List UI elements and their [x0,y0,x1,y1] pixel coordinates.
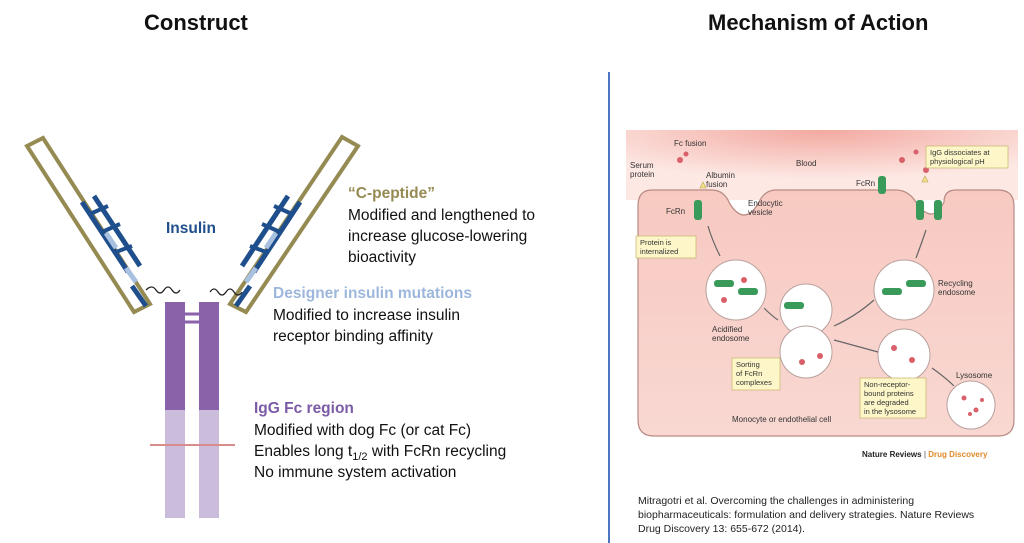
albumin-markers [699,175,929,189]
acidified-endosome [705,259,767,321]
right-arm [209,134,361,315]
journal-section: Drug Discovery [928,450,988,459]
fc-region-stems [150,302,235,518]
protein-internalized-label-1: Protein is [640,238,672,247]
journal-separator: | [921,450,929,459]
fcrn-left-label: FcRn [666,207,685,216]
fc-line-1: Modified with dog Fc (or cat Fc) [254,422,472,439]
left-c-peptide-linker [145,286,181,294]
igg-dissociates-label-1: IgG dissociates at [930,148,991,157]
c-peptide-line-2: increase glucose-lowering [348,228,528,245]
protein-internalized-label-2: internalized [640,247,678,256]
non-receptor-label-3: are degraded [864,398,909,407]
panel-divider [608,72,610,543]
albumin-fusion-label-1: Albumin [706,171,735,180]
left-insulin-chains [79,194,149,308]
fcrn-receptors [694,176,942,309]
blood-label: Blood [796,159,816,168]
degradation-vesicle [877,328,931,382]
journal-credit: Nature Reviews | Drug Discovery [862,450,987,459]
non-receptor-label-2: bound proteins [864,389,914,398]
journal-name: Nature Reviews [862,450,922,459]
right-insulin-chains [233,194,303,308]
c-peptide-header: “C-peptide” [348,185,435,202]
sorting-label-2: of FcRn [736,369,762,378]
albumin-fusion-label-2: fusion [706,180,727,189]
citation-line-1: Mitragotri et al. Overcoming the challen… [638,495,915,507]
acidified-endosome-label-2: endosome [712,334,750,343]
sorting-box [731,357,781,391]
recycling-endosome [873,259,935,321]
c-peptide-line-1: Modified and lengthened to [348,207,536,224]
left-arm [24,135,181,315]
fc-line-2-suffix: with FcRn recycling [367,443,507,460]
acidified-endosome-label-1: Acidified [712,325,742,334]
mutations-line-1: Modified to increase insulin [273,307,460,324]
endocytic-vesicle-label-2: vesicle [748,208,773,217]
right-c-peptide-linker [209,288,243,296]
c-peptide-line-3: bioactivity [348,249,417,266]
non-receptor-label-1: Non-receptor- [864,380,911,389]
igg-dissociates-label-2: physiological pH [930,157,985,166]
sorting-endosome-bottom [779,325,833,379]
lysosome [946,380,996,430]
citation-line-2: biopharmaceuticals: formulation and deli… [638,509,975,521]
recycling-endosome-label-1: Recycling [938,279,973,288]
protein-internalized-box [635,235,697,259]
recycling-endosome-label-2: endosome [938,288,976,297]
protein-dots [677,149,984,416]
sorting-label-1: Sorting [736,360,760,369]
fc-line-2-prefix: Enables long t [254,443,353,460]
sorting-label-3: complexes [736,378,772,387]
mechanism-figure: Blood Fc fusion Serum protein Albumin fu… [626,130,1018,437]
mutations-line-2: receptor binding affinity [273,328,433,345]
lysosome-label: Lysosome [956,371,993,380]
non-receptor-box [859,377,927,419]
cell-label: Monocyte or endothelial cell [732,415,831,424]
mechanism-title: Mechanism of Action [708,10,929,35]
fc-fusion-label: Fc fusion [674,139,706,148]
serum-protein-label-2: protein [630,170,654,179]
fc-region-header: IgG Fc region [254,400,354,417]
igg-dissociates-box [925,145,1009,169]
fc-line-2-sub: 1/2 [352,451,368,464]
non-receptor-label-4: in the lysosome [864,407,916,416]
endocytic-vesicle-label-1: Endocytic [748,199,783,208]
construct-title: Construct [144,10,248,35]
fc-line-3: No immune system activation [254,464,457,481]
mutations-header: Designer insulin mutations [273,285,472,302]
insulin-label: Insulin [166,220,216,237]
citation: Mitragotri et al. Overcoming the challen… [638,494,974,536]
citation-line-3: Drug Discovery 13: 655-672 (2014). [638,523,805,535]
fc-line-2: Enables long t1/2 with FcRn recycling [254,441,506,468]
pathway-arrows [707,225,955,387]
serum-protein-label-1: Serum [630,161,654,170]
fcrn-right-label: FcRn [856,179,875,188]
antibody-construct-diagram [24,134,361,518]
